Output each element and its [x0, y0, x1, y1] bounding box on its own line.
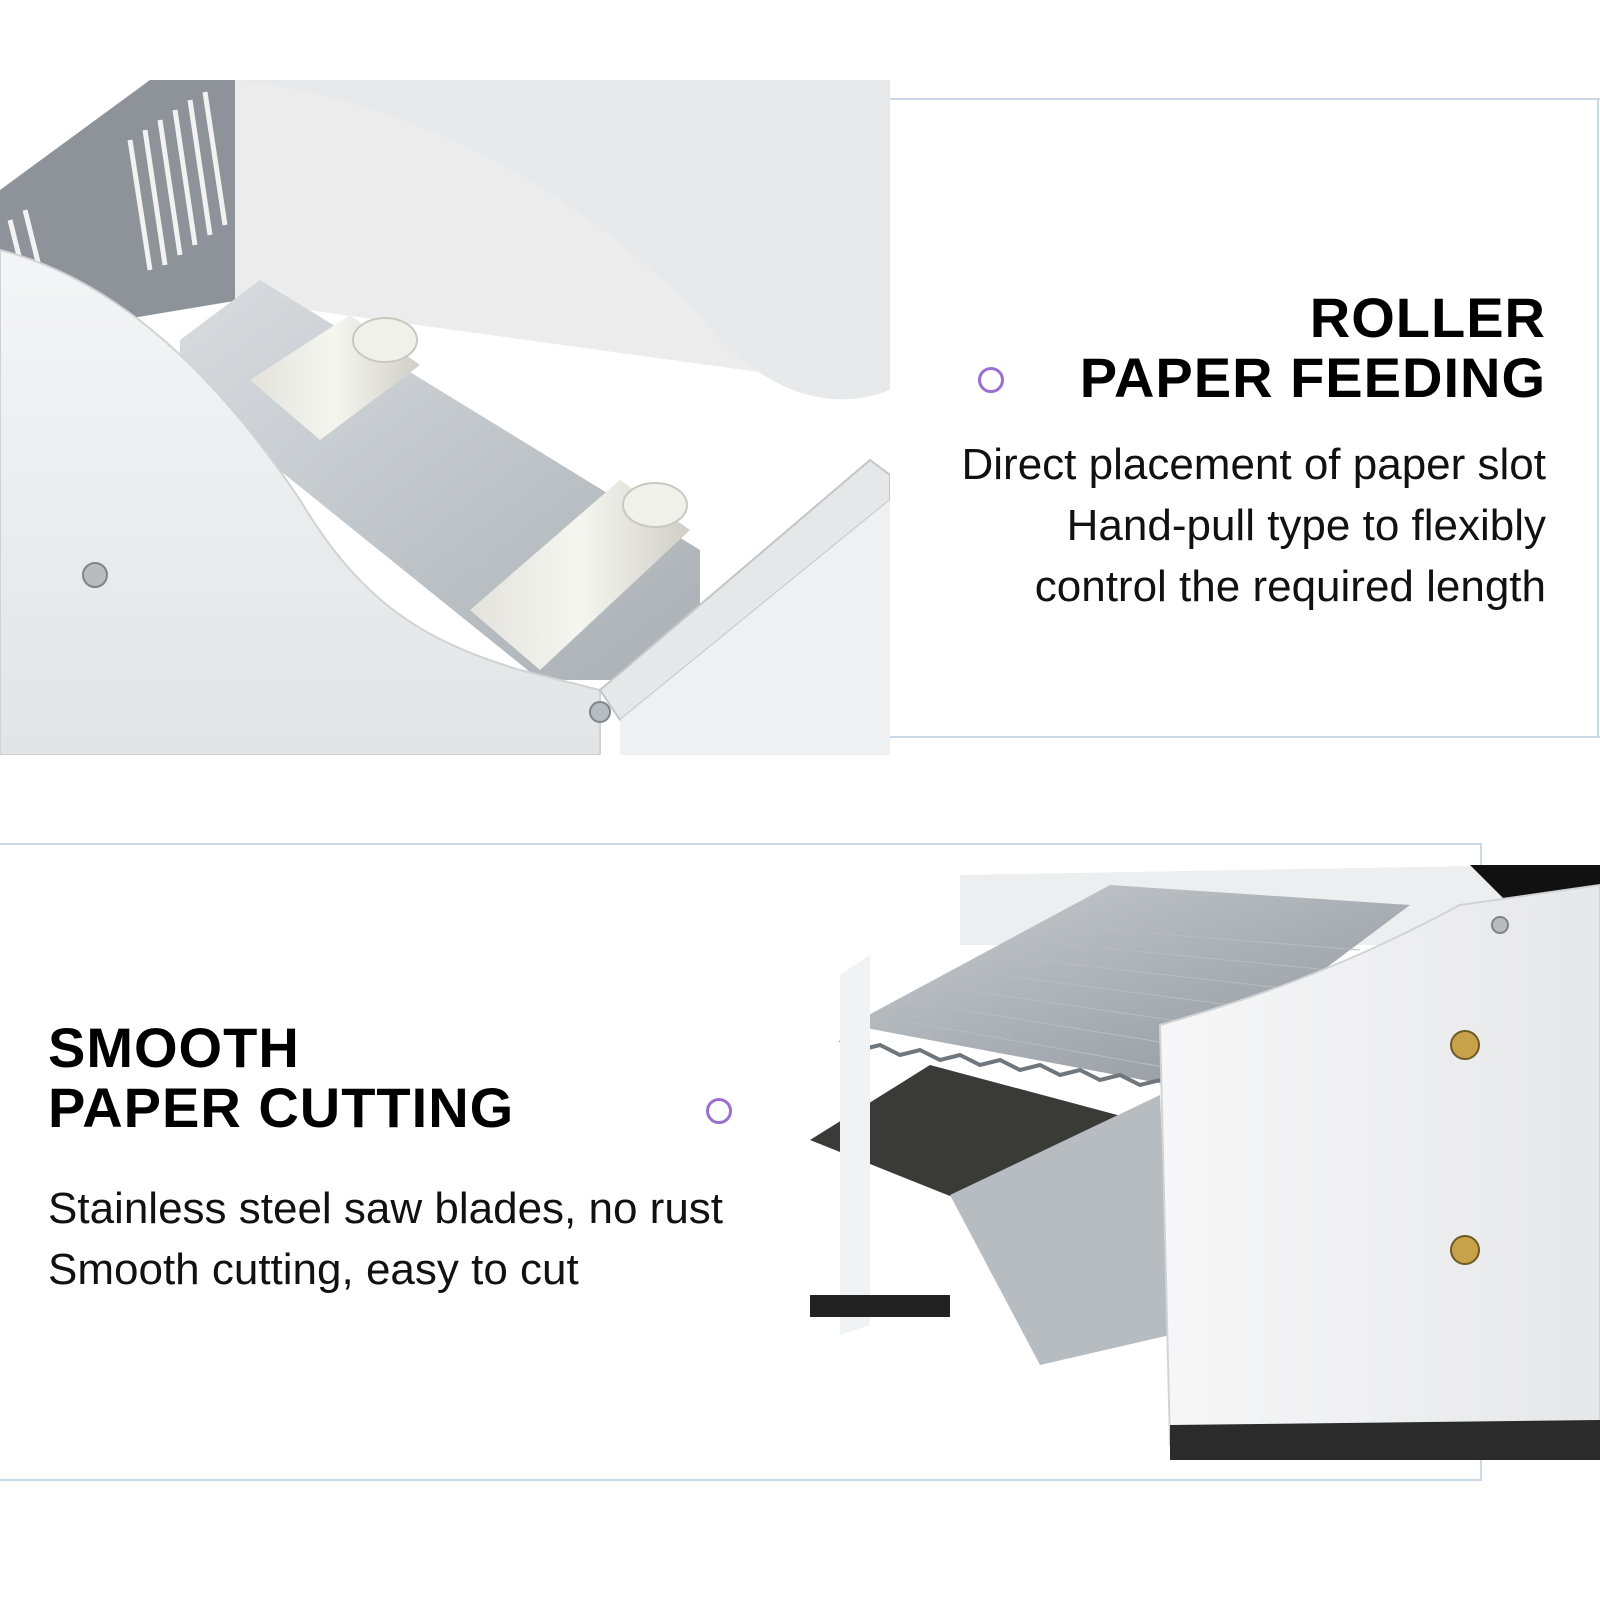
cutting-desc-line1: Stainless steel saw blades, no rust	[48, 1184, 724, 1233]
cutting-title-line1: SMOOTH	[48, 1016, 300, 1079]
bottom-frame-line-bottom	[0, 1479, 1482, 1481]
cutting-title-line2: PAPER CUTTING	[48, 1076, 515, 1139]
feeding-title: ROLLER PAPER FEEDING	[826, 288, 1546, 408]
cutting-desc-line2: Smooth cutting, easy to cut	[48, 1245, 579, 1294]
feeding-title-line1: ROLLER	[1309, 286, 1546, 349]
top-frame-line-bottom	[890, 736, 1600, 738]
bottom-frame-line-top	[0, 843, 1482, 845]
top-frame-line-vertical	[1597, 98, 1599, 738]
feeding-bullet-icon	[978, 367, 1004, 393]
top-frame-line-horizontal	[890, 98, 1600, 100]
feeding-title-line2: PAPER FEEDING	[1079, 346, 1546, 409]
feeding-desc-line3: control the required length	[1034, 562, 1546, 611]
cutting-bullet-icon	[706, 1098, 732, 1124]
roller-dispenser-photo	[0, 80, 890, 755]
cutter-dispenser-photo	[810, 865, 1600, 1460]
feeding-desc-line1: Direct placement of paper slot	[961, 440, 1546, 489]
feeding-desc-line2: Hand-pull type to flexibly	[1066, 501, 1546, 550]
cutting-description: Stainless steel saw blades, no rust Smoo…	[48, 1178, 808, 1300]
cutting-title: SMOOTH PAPER CUTTING	[48, 1018, 688, 1138]
feeding-description: Direct placement of paper slot Hand-pull…	[826, 434, 1546, 617]
